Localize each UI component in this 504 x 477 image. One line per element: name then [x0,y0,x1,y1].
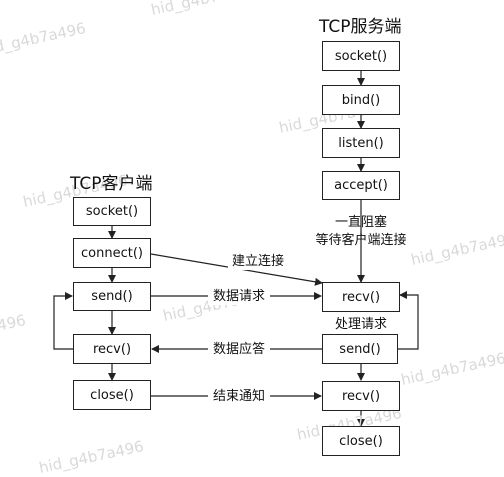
client-recv-step: recv() [73,334,151,364]
server-bind-step: bind() [322,85,400,115]
server-process-note: 处理请求 [328,316,394,333]
server-recv-step: recv() [322,282,400,312]
client-close-step: close() [73,380,151,410]
server-listen-step: listen() [322,128,400,158]
client-connect-step: connect() [73,238,151,268]
server-close-step: close() [322,426,400,456]
server-recv-final-step: recv() [322,381,400,411]
request-label: 数据请求 [208,288,270,305]
server-title: TCP服务端 [319,17,402,37]
server-loop-arrow [398,291,419,350]
client-loop-arrow [53,292,73,350]
server-wait-note: 等待客户端连接 [315,233,407,248]
server-send-step: send() [322,334,398,364]
server-socket-step: socket() [322,41,400,71]
client-send-step: send() [73,282,151,311]
establish-label: 建立连接 [228,253,288,270]
response-label: 数据应答 [208,341,270,358]
client-title: TCP客户端 [70,174,153,194]
server-block-note: 一直阻塞 [334,215,387,230]
server-accept-step: accept() [322,171,400,200]
client-socket-step: socket() [73,197,151,226]
finish-label: 结束通知 [208,388,270,405]
